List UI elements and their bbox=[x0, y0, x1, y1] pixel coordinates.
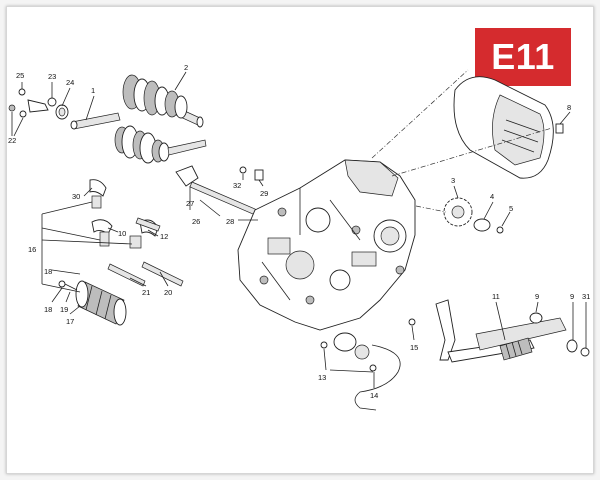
callout-18-bottom: 18 bbox=[44, 305, 52, 314]
drum-stopper-parts bbox=[8, 88, 69, 120]
callout-5: 5 bbox=[509, 204, 513, 213]
callout-27: 27 bbox=[186, 199, 194, 208]
gearshift-lever bbox=[408, 299, 590, 363]
callout-32: 32 bbox=[233, 181, 241, 190]
callout-25: 25 bbox=[16, 71, 24, 80]
fork-shaft-20 bbox=[141, 261, 184, 287]
callout-26: 26 bbox=[192, 217, 200, 226]
shift-fork-10 bbox=[91, 219, 113, 247]
callout-1: 1 bbox=[91, 86, 95, 95]
callout-28: 28 bbox=[226, 217, 234, 226]
shift-drum bbox=[58, 280, 127, 326]
callout-16: 16 bbox=[28, 245, 36, 254]
callout-30: 30 bbox=[72, 192, 80, 201]
section-code-badge: E11 bbox=[475, 28, 571, 86]
callout-3: 3 bbox=[451, 176, 455, 185]
callout-11: 11 bbox=[492, 292, 500, 301]
callout-18-top: 18 bbox=[44, 267, 52, 276]
callout-29: 29 bbox=[260, 189, 268, 198]
callout-13: 13 bbox=[318, 373, 326, 382]
callout-12: 12 bbox=[160, 232, 168, 241]
front-sprocket bbox=[443, 197, 504, 234]
callout-21: 21 bbox=[142, 288, 150, 297]
callout-labels: 25 23 24 1 2 22 30 10 12 21 20 16 18 18 … bbox=[8, 63, 590, 400]
shift-fork-30 bbox=[89, 179, 107, 209]
callout-22: 22 bbox=[8, 136, 16, 145]
leader-lines bbox=[11, 71, 587, 388]
callout-24: 24 bbox=[66, 78, 74, 87]
fork-shaft-top bbox=[135, 217, 161, 232]
callout-17: 17 bbox=[66, 317, 74, 326]
callout-4: 4 bbox=[490, 192, 494, 201]
callout-8: 8 bbox=[567, 103, 571, 112]
callout-9-left: 9 bbox=[535, 292, 539, 301]
countershaft-gear-cluster bbox=[122, 74, 204, 128]
gear-position-sensor bbox=[320, 332, 401, 411]
callout-20: 20 bbox=[164, 288, 172, 297]
callout-15: 15 bbox=[410, 343, 418, 352]
callout-31: 31 bbox=[582, 292, 590, 301]
callout-9-right: 9 bbox=[570, 292, 574, 301]
mainshaft-gear-cluster bbox=[70, 112, 207, 164]
callout-19: 19 bbox=[60, 305, 68, 314]
callout-14: 14 bbox=[370, 391, 378, 400]
callout-10: 10 bbox=[118, 229, 126, 238]
callout-23: 23 bbox=[48, 72, 56, 81]
crankcase bbox=[237, 159, 416, 331]
callout-2: 2 bbox=[184, 63, 188, 72]
sprocket-cover bbox=[453, 76, 564, 179]
